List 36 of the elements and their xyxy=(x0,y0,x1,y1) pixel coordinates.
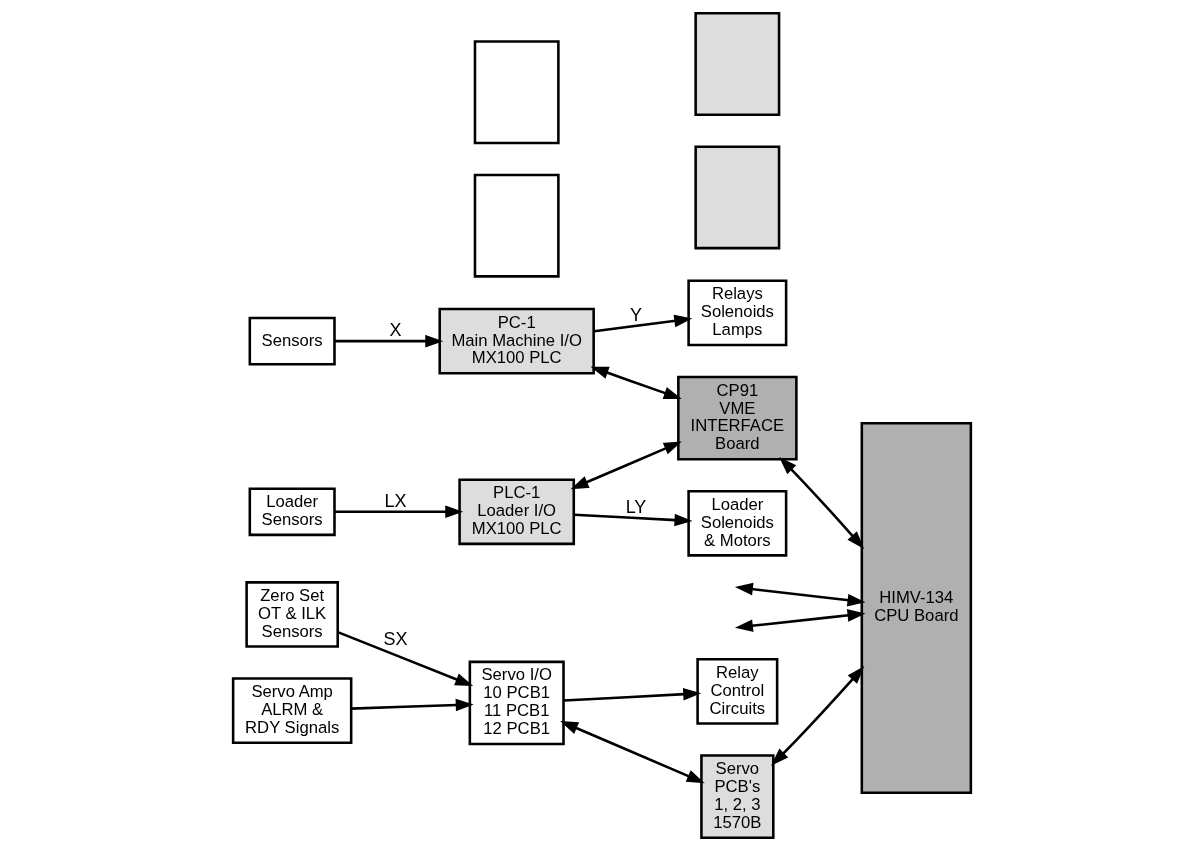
node-box: Servo Amp ALRM & RDY Signals xyxy=(231,677,352,744)
node-box: Servo PCB's 1, 2, 3 1570B xyxy=(699,754,775,839)
edge-label: X xyxy=(388,320,401,341)
arrow xyxy=(559,721,705,784)
arrow xyxy=(573,513,692,527)
node-box: Relays Solenoids Lamps xyxy=(686,279,787,347)
arrow xyxy=(570,441,682,490)
node-box xyxy=(693,145,780,250)
arrow xyxy=(778,456,864,549)
node-box: Loader Sensors xyxy=(248,487,336,537)
node-box: PC-1 Main Machine I/O MX100 PLC xyxy=(437,307,595,375)
node-box xyxy=(473,173,560,278)
node-box: Servo I/O 10 PCB1 11 PCB1 12 PCB1 xyxy=(468,660,565,746)
node-box xyxy=(693,12,780,116)
arrow xyxy=(334,505,463,519)
arrow xyxy=(336,630,473,687)
arrow xyxy=(734,609,865,632)
node-box xyxy=(473,40,560,145)
node-box: Loader Solenoids & Motors xyxy=(686,489,787,557)
node-box: Relay Control Circuits xyxy=(695,658,778,725)
edge-label: LX xyxy=(383,490,406,511)
node-box: Zero Set OT & ILK Sensors xyxy=(244,581,339,648)
arrow xyxy=(593,314,692,333)
node-box: Sensors xyxy=(248,316,336,366)
arrow xyxy=(334,334,443,348)
edge-label: LY xyxy=(625,497,646,518)
arrow xyxy=(563,687,701,702)
arrow xyxy=(770,666,864,766)
edge-label: Y xyxy=(629,304,642,325)
node-box: HIMV-134 CPU Board xyxy=(860,421,972,795)
arrow xyxy=(350,698,474,712)
node-box: PLC-1 Loader I/O MX100 PLC xyxy=(457,478,575,546)
arrow xyxy=(734,582,865,607)
arrow xyxy=(590,366,682,399)
node-box: CP91 VME INTERFACE Board xyxy=(676,375,798,461)
edge-label: SX xyxy=(382,629,407,650)
